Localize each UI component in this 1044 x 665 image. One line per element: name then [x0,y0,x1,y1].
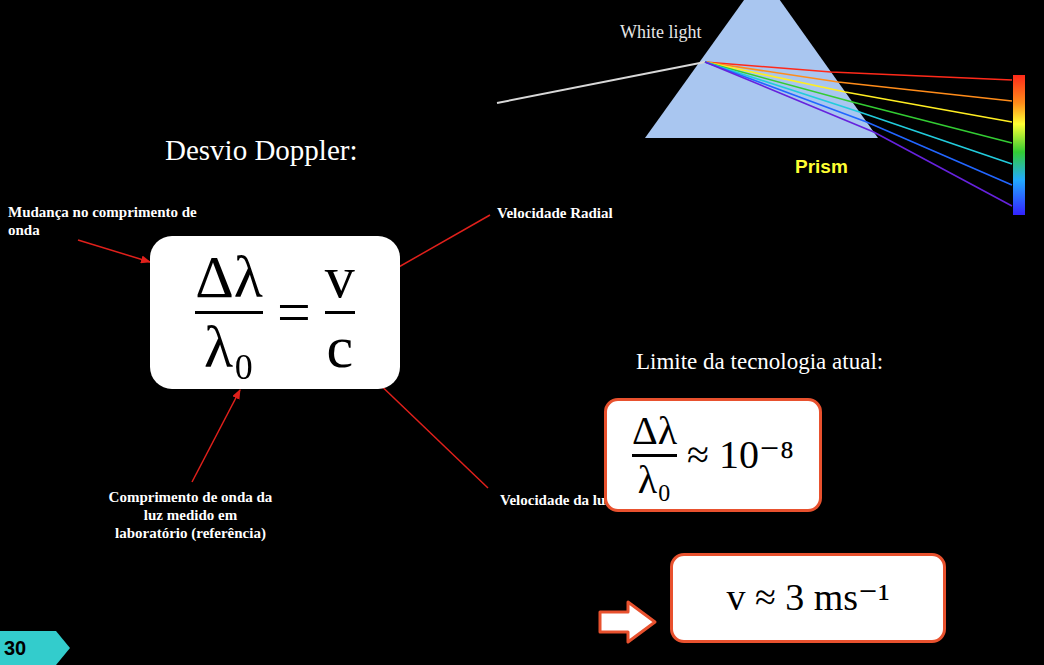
slide-title: Desvio Doppler: [165,133,358,168]
numerator: v [325,246,355,309]
node-content: Δλ λ₀ =vc [195,246,355,379]
ray-label: White light [620,22,701,44]
result-box: Δλ λ₀ ≈ 10⁻⁸ [604,398,822,512]
fraction-bar [195,311,263,314]
operator: = [277,281,311,344]
node-content: v ≈ 3 ms⁻¹ [726,578,889,618]
white-ray [497,62,705,103]
callout-label: Mudança no comprimento de onda [8,203,200,239]
callout-label: Velocidade Radial [497,204,613,222]
color-ray [705,62,1012,206]
denominator: λ₀ [638,459,671,501]
leader-line [390,215,490,272]
spectrum-rays [705,62,1012,206]
leader-line [192,390,240,482]
prism [645,0,878,138]
leader-line [372,377,488,488]
result-box: v ≈ 3 ms⁻¹ [670,553,946,643]
formula-box: Δλ λ₀ =vc [150,236,400,389]
color-ray [705,62,1012,164]
callout-label: Velocidade da luz [500,491,612,509]
numerator: Δλ [632,410,677,452]
node-content: 30 [0,638,26,659]
color-ray [705,62,1012,143]
section-label: Limite da tecnologia atual: [636,348,883,376]
denominator: c [326,316,353,379]
fraction-bar [325,311,355,314]
fraction-bar [632,454,677,457]
color-ray [705,62,1012,122]
implies-arrow [600,602,655,642]
spectrum-screen [1013,75,1025,215]
prism-label: Prism [795,156,848,179]
callout-label: Comprimento de onda da luz medido em lab… [108,488,273,542]
fraction: Δλ λ₀ [632,410,677,501]
node-content: Δλ λ₀ ≈ 10⁻⁸ [632,410,794,501]
numerator: Δλ [195,246,263,309]
fraction: vc [325,246,355,379]
value: v ≈ 3 ms⁻¹ [726,578,889,618]
page-number: 30 [4,638,26,659]
fraction: Δλ λ₀ [195,246,263,379]
leader-line [78,240,150,262]
value: ≈ 10⁻⁸ [687,434,794,476]
denominator: λ₀ [204,316,254,379]
page-number-tag: 30 [0,631,70,665]
